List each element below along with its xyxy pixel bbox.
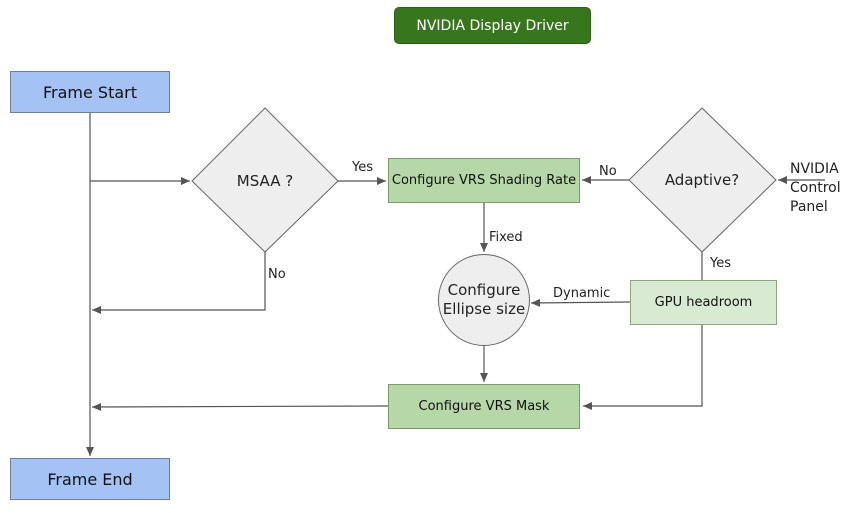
edge-label-msaa-no: No xyxy=(268,267,286,282)
msaa-decision-label: MSAA ? xyxy=(236,172,294,190)
diagram-title: NVIDIA Display Driver xyxy=(394,7,591,44)
nvidia-control-panel-label: NVIDIA Control Panel xyxy=(790,160,841,217)
control-panel-line2: Control xyxy=(790,180,841,196)
edge-mask-to-main xyxy=(91,402,389,411)
edge-label-adaptive-yes: Yes xyxy=(710,256,731,271)
edge-label-msaa-yes: Yes xyxy=(352,160,373,175)
configure-ellipse-size-circle: Configure Ellipse size xyxy=(438,254,530,346)
gpu-headroom-box: GPU headroom xyxy=(630,280,777,325)
configure-vrs-shading-rate-box: Configure VRS Shading Rate xyxy=(388,158,580,203)
edge-dynamic xyxy=(530,298,631,307)
edge-label-dynamic: Dynamic xyxy=(553,286,611,301)
control-panel-line1: NVIDIA xyxy=(790,161,839,177)
edge-label-adaptive-no: No xyxy=(599,164,617,179)
control-panel-line3: Panel xyxy=(790,199,828,215)
configure-vrs-mask-box: Configure VRS Mask xyxy=(388,384,580,429)
frame-end-box: Frame End xyxy=(10,458,170,500)
edge-msaa-no xyxy=(92,252,266,314)
edge-label-fixed: Fixed xyxy=(489,230,523,245)
adaptive-decision-label: Adaptive? xyxy=(664,171,740,189)
ellipse-label-line2: Ellipse size xyxy=(442,300,526,318)
frame-start-box: Frame Start xyxy=(10,71,170,113)
edge-headroom-to-mask xyxy=(583,325,703,410)
ellipse-label-line1: Configure xyxy=(447,281,521,299)
